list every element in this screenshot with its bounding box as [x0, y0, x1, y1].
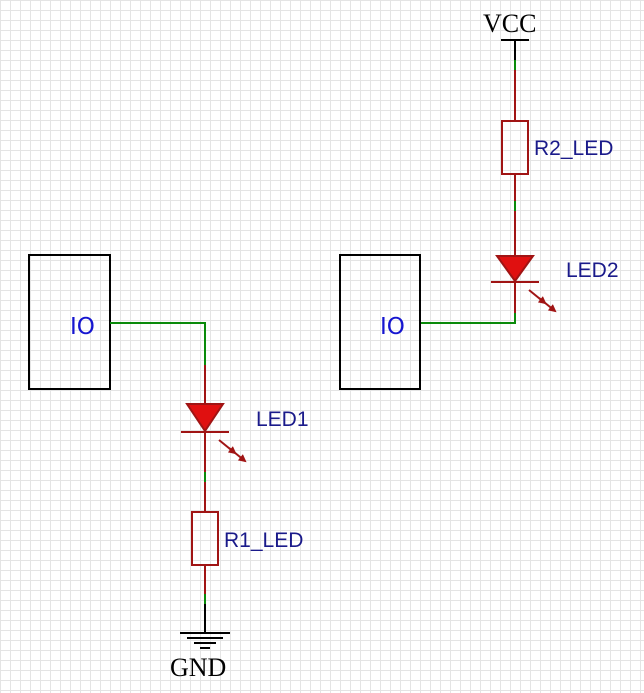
gnd-label: GND: [170, 653, 226, 682]
led2-emission-arrow-icon: [538, 297, 557, 313]
r2-led-label: R2_LED: [534, 137, 613, 160]
ground-icon[interactable]: [180, 632, 230, 649]
left-circuit: IO LED1 R1_LED GND: [28, 254, 309, 682]
led1-label: LED1: [256, 408, 309, 431]
io-label-right: IO: [380, 314, 405, 340]
resistor-r2-led[interactable]: [501, 120, 529, 175]
led1-emission-arrow-icon: [228, 447, 247, 463]
led2-body-icon: [495, 255, 535, 283]
resistor-r1-led[interactable]: [191, 511, 219, 566]
vcc-label: VCC: [483, 9, 536, 38]
io-block-right[interactable]: [339, 254, 421, 390]
io-label-left: IO: [70, 314, 95, 340]
right-circuit: VCC R2_LED LED2 IO: [339, 9, 619, 390]
wire-io-to-led1[interactable]: [110, 322, 206, 365]
led1[interactable]: [181, 403, 247, 463]
led2-label: LED2: [566, 259, 619, 282]
r1-led-label: R1_LED: [224, 529, 303, 552]
led1-body-icon: [185, 403, 225, 433]
wire-led2-to-io[interactable]: [420, 313, 516, 324]
led2[interactable]: [491, 255, 557, 313]
